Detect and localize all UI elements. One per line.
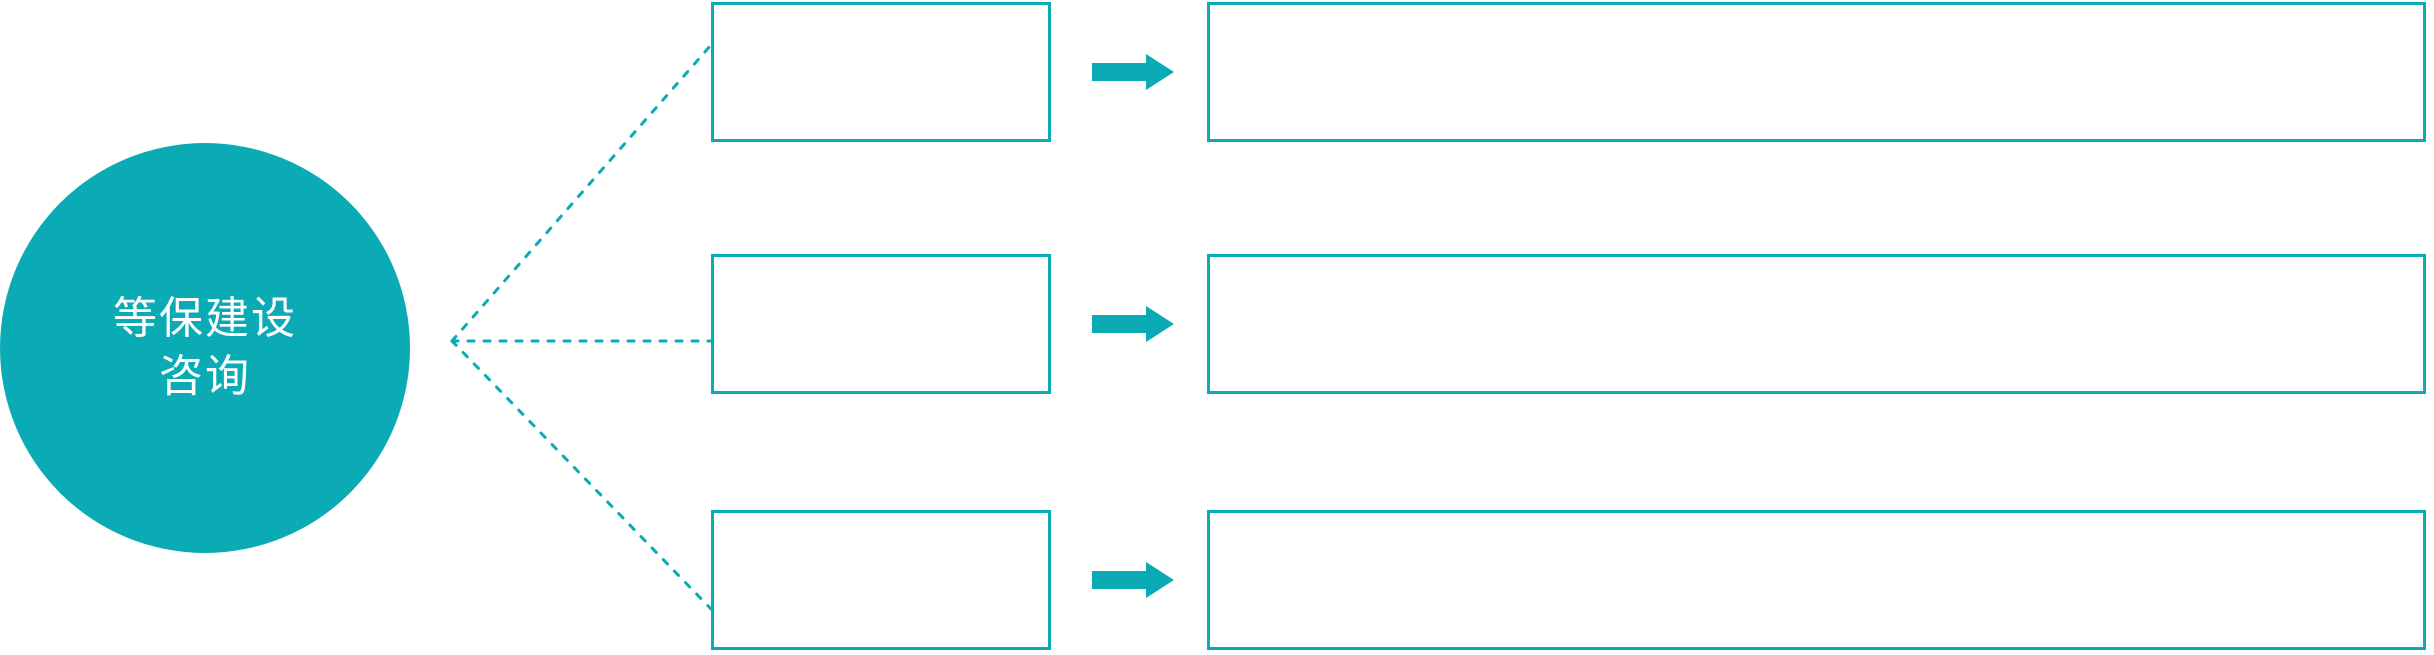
hub-label-line-1: 等保建设 <box>113 293 297 343</box>
stage-box-3[interactable] <box>711 510 1051 650</box>
stage-box-2[interactable] <box>711 254 1051 394</box>
detail-box-2[interactable] <box>1207 254 2426 394</box>
branch-row-1 <box>0 2 2434 144</box>
right-arrow-icon-1 <box>1092 54 1174 90</box>
hub-circle[interactable]: 等保建设 咨询 <box>0 143 410 553</box>
branch-row-3 <box>0 510 2434 652</box>
stage-box-1[interactable] <box>711 2 1051 142</box>
branch-row-2 <box>0 254 2434 396</box>
right-arrow-icon-2 <box>1092 306 1174 342</box>
hub-label-line-2: 咨询 <box>159 352 251 401</box>
detail-box-3[interactable] <box>1207 510 2426 650</box>
detail-box-1[interactable] <box>1207 2 2426 142</box>
right-arrow-icon-3 <box>1092 562 1174 598</box>
